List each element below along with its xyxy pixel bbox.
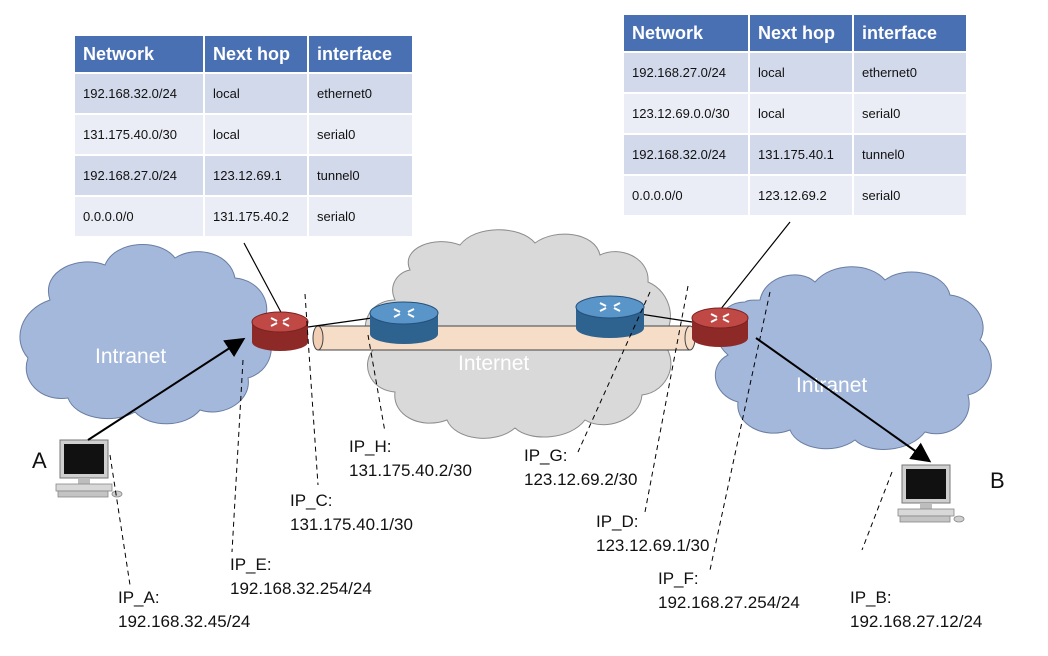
- cell-network: 192.168.32.0/24: [75, 74, 203, 113]
- left-table-callout: [243, 242, 284, 317]
- ip-c-name: IP_C:: [290, 491, 333, 510]
- ip-b-pointer: [861, 471, 893, 551]
- table-header-row: Network Next hop interface: [75, 36, 412, 72]
- cell-interface: serial0: [854, 176, 966, 215]
- ip-h-name: IP_H:: [349, 437, 392, 456]
- host-a-label: A: [32, 448, 47, 473]
- cell-interface: tunnel0: [854, 135, 966, 174]
- host-b-label: B: [990, 468, 1005, 493]
- right-core-router-icon[interactable]: [575, 295, 645, 338]
- ip-h-address: 131.175.40.2/30: [349, 461, 472, 480]
- ip-d-name: IP_D:: [596, 512, 639, 531]
- cell-interface: ethernet0: [309, 74, 412, 113]
- cell-next-hop: 131.175.40.1: [750, 135, 852, 174]
- table-row: 192.168.32.0/24 131.175.40.1 tunnel0: [624, 135, 966, 174]
- cell-next-hop: local: [205, 115, 307, 154]
- table-row: 0.0.0.0/0 131.175.40.2 serial0: [75, 197, 412, 236]
- left-intranet-label: Intranet: [95, 345, 166, 368]
- ip-a-address: 192.168.32.45/24: [118, 612, 250, 631]
- serial-link-right: [639, 313, 693, 323]
- ip-g-pointer: [577, 291, 651, 453]
- cell-network: 0.0.0.0/0: [75, 197, 203, 236]
- ip-d-pointer: [644, 285, 689, 513]
- ip-e-label: IP_E: 192.168.32.254/24: [230, 555, 372, 598]
- right-table-callout: [719, 221, 791, 311]
- column-header-network: Network: [624, 15, 748, 51]
- ip-a-name: IP_A:: [118, 588, 160, 607]
- right-intranet-cloud: Intranet: [714, 266, 992, 450]
- table-header-row: Network Next hop interface: [624, 15, 966, 51]
- cell-network: 192.168.32.0/24: [624, 135, 748, 174]
- ip-e-address: 192.168.32.254/24: [230, 579, 372, 598]
- ip-c-address: 131.175.40.1/30: [290, 515, 413, 534]
- left-core-router-icon[interactable]: [369, 301, 439, 344]
- table-row: 192.168.27.0/24 123.12.69.1 tunnel0: [75, 156, 412, 195]
- table-row: 123.12.69.0.0/30 local serial0: [624, 94, 966, 133]
- cell-next-hop: 123.12.69.2: [750, 176, 852, 215]
- cell-network: 123.12.69.0.0/30: [624, 94, 748, 133]
- table-row: 192.168.32.0/24 local ethernet0: [75, 74, 412, 113]
- cell-next-hop: local: [750, 94, 852, 133]
- right-edge-router-icon[interactable]: [691, 307, 749, 347]
- ip-a-pointer: [109, 454, 131, 586]
- ip-d-label: IP_D: 123.12.69.1/30: [596, 512, 709, 555]
- host-b-computer-icon[interactable]: [897, 464, 965, 523]
- ip-b-label: IP_B: 192.168.27.12/24: [850, 588, 982, 631]
- cell-interface: tunnel0: [309, 156, 412, 195]
- right-intranet-label: Intranet: [796, 374, 867, 397]
- ip-c-pointer: [304, 293, 319, 486]
- table-row: 0.0.0.0/0 123.12.69.2 serial0: [624, 176, 966, 215]
- ip-c-label: IP_C: 131.175.40.1/30: [290, 491, 413, 534]
- column-header-interface: interface: [309, 36, 412, 72]
- cell-interface: serial0: [309, 197, 412, 236]
- left-routing-table: Network Next hop interface 192.168.32.0/…: [73, 34, 414, 238]
- left-edge-router-icon[interactable]: [251, 311, 309, 351]
- left-intranet-cloud: Intranet: [19, 244, 272, 425]
- arrow-a-to-router: [87, 337, 246, 441]
- ip-f-name: IP_F:: [658, 569, 699, 588]
- column-header-interface: interface: [854, 15, 966, 51]
- host-a-computer-icon[interactable]: [55, 439, 123, 498]
- ip-e-name: IP_E:: [230, 555, 272, 574]
- ip-d-address: 123.12.69.1/30: [596, 536, 709, 555]
- cell-next-hop: 123.12.69.1: [205, 156, 307, 195]
- ip-h-label: IP_H: 131.175.40.2/30: [349, 437, 472, 480]
- ip-a-label: IP_A: 192.168.32.45/24: [118, 588, 250, 631]
- ip-f-label: IP_F: 192.168.27.254/24: [658, 569, 800, 612]
- cell-interface: ethernet0: [854, 53, 966, 92]
- cell-network: 0.0.0.0/0: [624, 176, 748, 215]
- cell-interface: serial0: [309, 115, 412, 154]
- cell-next-hop: local: [205, 74, 307, 113]
- ip-f-address: 192.168.27.254/24: [658, 593, 800, 612]
- ip-g-name: IP_G:: [524, 446, 567, 465]
- ip-f-pointer: [709, 291, 771, 571]
- cell-network: 192.168.27.0/24: [624, 53, 748, 92]
- ip-g-address: 123.12.69.2/30: [524, 470, 637, 489]
- cell-interface: serial0: [854, 94, 966, 133]
- cell-next-hop: 131.175.40.2: [205, 197, 307, 236]
- cell-next-hop: local: [750, 53, 852, 92]
- serial-link-left: [307, 317, 373, 328]
- ip-g-label: IP_G: 123.12.69.2/30: [524, 446, 637, 489]
- cell-network: 192.168.27.0/24: [75, 156, 203, 195]
- cell-network: 131.175.40.0/30: [75, 115, 203, 154]
- column-header-next-hop: Next hop: [205, 36, 307, 72]
- table-row: 192.168.27.0/24 local ethernet0: [624, 53, 966, 92]
- ip-b-name: IP_B:: [850, 588, 892, 607]
- ip-b-address: 192.168.27.12/24: [850, 612, 982, 631]
- internet-label: Internet: [458, 352, 529, 375]
- right-routing-table: Network Next hop interface 192.168.27.0/…: [622, 13, 968, 217]
- column-header-next-hop: Next hop: [750, 15, 852, 51]
- ip-h-pointer: [367, 334, 386, 433]
- column-header-network: Network: [75, 36, 203, 72]
- arrow-router-to-b: [755, 337, 932, 463]
- table-row: 131.175.40.0/30 local serial0: [75, 115, 412, 154]
